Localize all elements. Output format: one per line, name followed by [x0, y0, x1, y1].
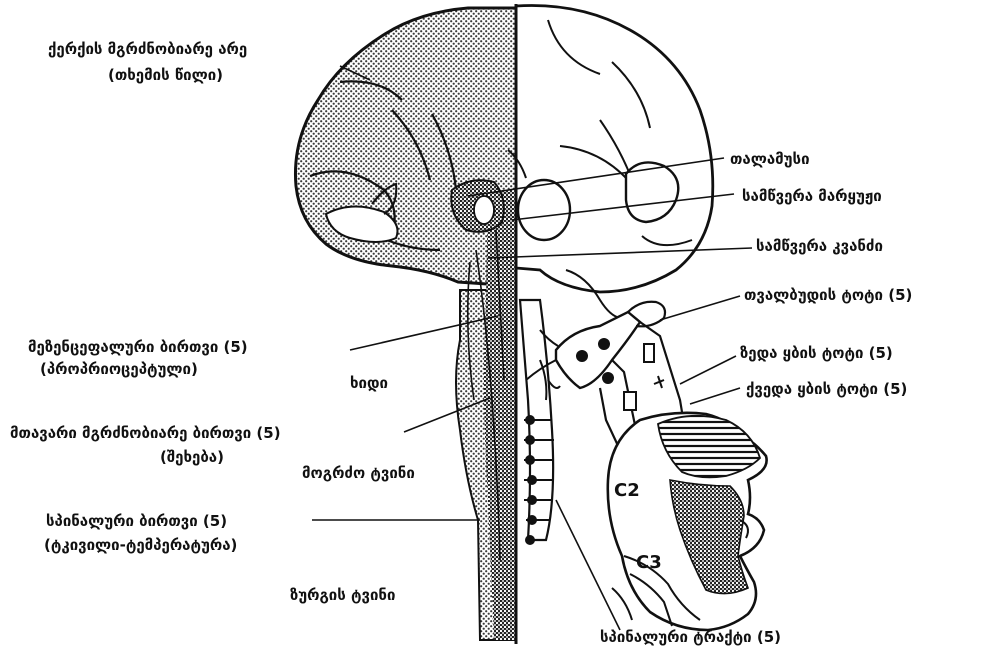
- right-hemisphere: [516, 6, 713, 293]
- label-trigeminal-loop: სამწვერა მარყუჟი: [742, 187, 882, 206]
- label-sensory-cortex-sub: (თხემის წილი): [108, 66, 223, 85]
- label-upper-jaw-branch: ზედა ყბის ტოტი (5): [740, 344, 893, 363]
- trigeminal-ganglion: [556, 312, 640, 388]
- label-thalamus: თალამუსი: [730, 150, 810, 169]
- label-medulla: მოგრძო ტვინი: [302, 464, 415, 483]
- right-thalamus-oval: [518, 180, 570, 240]
- left-hemisphere: [295, 8, 516, 286]
- label-trigeminal-canal: სამწვერა კვანძი: [756, 237, 883, 256]
- label-spinal-cord: ზურგის ტვინი: [290, 586, 395, 605]
- marker-c3: C3: [636, 552, 662, 573]
- label-mesencephalic-nucleus: მეზენცეფალური ბირთვი (5): [28, 338, 248, 357]
- label-spinal-tract: სპინალური ტრაქტი (5): [600, 628, 781, 647]
- label-main-sensory-nucleus-sub: (შეხება): [160, 448, 224, 467]
- label-ophthalmic-branch: თვალბუდის ტოტი (5): [744, 286, 912, 305]
- label-mesencephalic-nucleus-sub: (პროპრიოცეპტული): [40, 360, 198, 379]
- label-lower-jaw-branch: ქვედა ყბის ტოტი (5): [746, 380, 907, 399]
- label-main-sensory-nucleus: მთავარი მგრძნობიარე ბირთვი (5): [10, 424, 281, 443]
- label-spinal-nucleus-sub: (ტკივილი-ტემპერატურა): [44, 536, 237, 555]
- label-spinal-nucleus: სპინალური ბირთვი (5): [46, 512, 227, 531]
- label-pons: ხიდი: [350, 374, 388, 393]
- label-sensory-cortex: ქერქის მგრძნობიარე არე: [48, 40, 247, 59]
- marker-c2: C2: [614, 480, 640, 501]
